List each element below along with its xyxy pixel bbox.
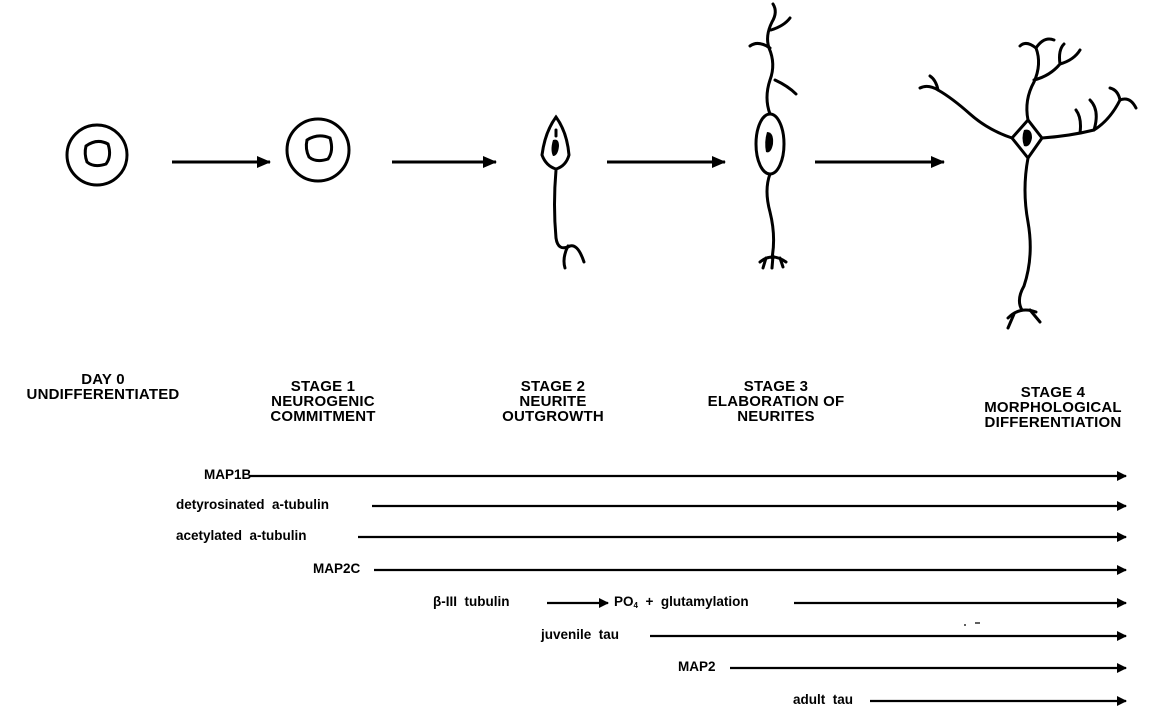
marker-map2: MAP2 — [678, 659, 716, 674]
stage-label-stage1: STAGE 1 NEUROGENIC COMMITMENT — [238, 379, 408, 424]
stage-label-day0-line2: UNDIFFERENTIATED — [26, 386, 180, 403]
undifferentiated-cell — [65, 123, 129, 187]
stage-label-stage4-line2: MORPHOLOGICAL — [984, 399, 1122, 416]
stage-label-stage2-line1: STAGE 2 — [520, 378, 586, 395]
stage-label-stage1-line2: NEUROGENIC — [271, 393, 375, 410]
marker-beta3-tubulin: β-III tubulin — [433, 594, 510, 609]
stage-label-stage2-line3: OUTGROWTH — [502, 408, 604, 425]
differentiated-neuron-nucleus — [1022, 129, 1032, 147]
marker-juvenile-tau: juvenile tau — [541, 627, 620, 642]
stage-label-day0: DAY 0 UNDIFFERENTIATED — [0, 372, 206, 402]
marker-po4-subscript: 4 — [633, 601, 638, 610]
marker-po4-prefix: PO — [614, 594, 634, 609]
marker-map1b: MAP1B — [204, 467, 252, 482]
neurite-elaboration-cell — [748, 2, 798, 270]
marker-expression-arrows — [250, 471, 1127, 706]
neurite-outgrowth-cell — [540, 114, 586, 270]
marker-map2c: MAP2C — [313, 561, 361, 576]
marker-po4-glutamylation: PO4 + glutamylation — [614, 594, 749, 614]
stage-label-stage3-line2: ELABORATION OF — [707, 393, 845, 410]
stage-label-day0-line1: DAY 0 — [81, 371, 125, 388]
neurite-outgrowth-nucleus — [551, 139, 559, 156]
committed-cell — [285, 117, 351, 183]
scan-speck — [964, 622, 980, 626]
stage-label-stage3-line1: STAGE 3 — [743, 378, 809, 395]
stage-label-stage4: STAGE 4 MORPHOLOGICAL DIFFERENTIATION — [953, 385, 1153, 430]
stage-label-stage3: STAGE 3 ELABORATION OF NEURITES — [676, 379, 876, 424]
stage-label-stage2-line2: NEURITE — [519, 393, 587, 410]
stage-label-stage1-line1: STAGE 1 — [290, 378, 356, 395]
stage-label-stage2: STAGE 2 NEURITE OUTGROWTH — [458, 379, 648, 424]
marker-po4-suffix: + glutamylation — [637, 594, 749, 609]
stage-label-stage4-line3: DIFFERENTIATION — [984, 414, 1122, 431]
marker-detyrosinated-tubulin: detyrosinated a-tubulin — [176, 497, 330, 512]
stage-label-stage3-line3: NEURITES — [737, 408, 815, 425]
stage-label-stage4-line1: STAGE 4 — [1020, 384, 1086, 401]
differentiated-neuron — [918, 37, 1138, 330]
stage-label-stage1-line3: COMMITMENT — [270, 408, 376, 425]
marker-acetylated-tubulin: acetylated a-tubulin — [176, 528, 307, 543]
neurite-elaboration-nucleus — [765, 132, 774, 153]
marker-adult-tau: adult tau — [793, 692, 853, 707]
